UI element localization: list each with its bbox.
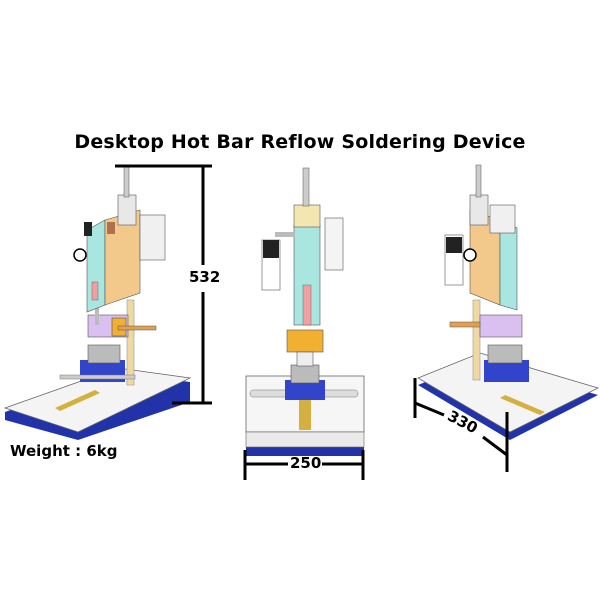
right-head-front <box>499 219 518 311</box>
center-base-strip <box>246 447 364 456</box>
center-fixture <box>285 380 325 400</box>
dimension-lines <box>115 164 509 480</box>
center-slide-bar <box>299 400 311 430</box>
left-view-device <box>3 164 192 440</box>
left-workpiece-holder <box>87 344 121 364</box>
weight-label: Weight : 6kg <box>10 442 118 460</box>
right-slide-bar <box>500 395 545 415</box>
left-slide-bar <box>55 390 100 411</box>
depth-line-left <box>414 401 445 417</box>
height-dimension-label: 532 <box>189 268 221 286</box>
depth-line-right <box>482 435 508 457</box>
right-column <box>472 299 481 381</box>
left-column <box>126 299 135 386</box>
right-fixture <box>484 360 529 382</box>
right-view-device <box>417 164 600 440</box>
page-title: Desktop Hot Bar Reflow Soldering Device <box>74 131 526 153</box>
right-base-plate <box>417 352 600 433</box>
width-dimension-label: 250 <box>290 454 322 472</box>
center-view-device <box>245 167 365 456</box>
